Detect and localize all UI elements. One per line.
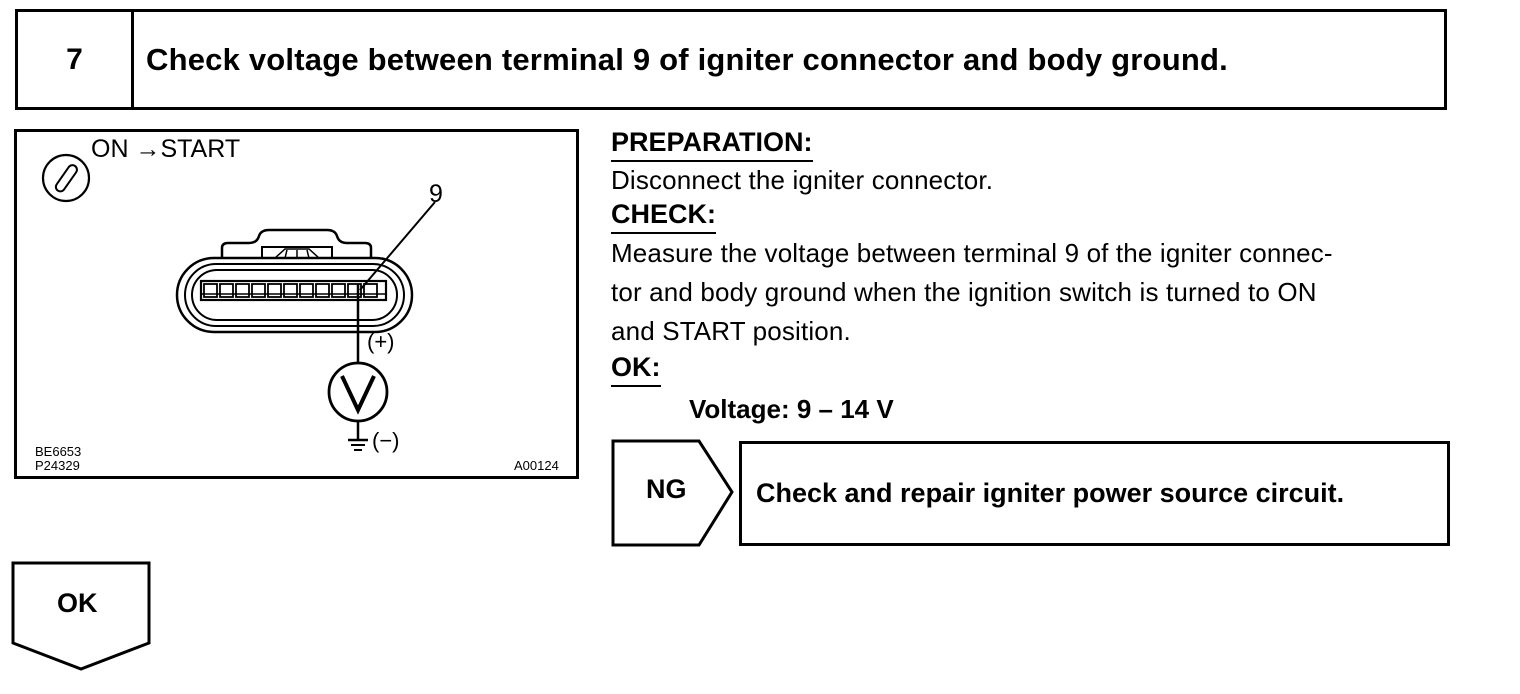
- terminal-9-leader: [359, 201, 436, 291]
- check-line: and START position.: [611, 316, 851, 346]
- check-heading: CHECK:: [611, 198, 716, 234]
- terminal-number-label: 9: [429, 180, 443, 208]
- connector-diagram: [41, 153, 436, 451]
- check-text: Measure the voltage between terminal 9 o…: [611, 234, 1456, 351]
- ok-label: OK: [57, 588, 98, 618]
- ng-action-text: Check and repair igniter power source ci…: [756, 478, 1345, 508]
- figure-code-1: BE6653: [35, 444, 82, 459]
- figure-code-3: A00124: [514, 458, 559, 473]
- ng-label: NG: [646, 474, 687, 504]
- negative-lead-label: (−): [372, 428, 400, 453]
- step-header: 7 Check voltage between terminal 9 of ig…: [15, 9, 1447, 110]
- check-line: tor and body ground when the ignition sw…: [611, 277, 1317, 307]
- igniter-connector: [175, 228, 414, 334]
- voltmeter-icon: [327, 361, 389, 423]
- ok-tab: [11, 561, 151, 671]
- instructions: PREPARATION: Disconnect the igniter conn…: [611, 126, 1456, 427]
- positive-lead-label: (+): [367, 329, 395, 354]
- ng-action-box: Check and repair igniter power source ci…: [739, 441, 1450, 546]
- ng-tab: [611, 439, 734, 547]
- voltage-spec: Voltage: 9 – 14 V: [689, 394, 894, 424]
- ignition-key-icon: [41, 153, 91, 203]
- preparation-heading: PREPARATION:: [611, 126, 813, 162]
- preparation-text: Disconnect the igniter connector.: [611, 165, 994, 195]
- check-line: Measure the voltage between terminal 9 o…: [611, 238, 1333, 268]
- ground-icon: [348, 421, 368, 451]
- ok-heading: OK:: [611, 351, 661, 387]
- connector-figure: ON →START 9 (+) (−) BE6653 P24329 A00124: [14, 129, 579, 479]
- terminal-cavities: [203, 283, 378, 298]
- figure-code-2: P24329: [35, 458, 80, 473]
- step-title: Check voltage between terminal 9 of igni…: [146, 41, 1228, 77]
- switch-position-label: ON →START: [91, 135, 241, 163]
- step-number: 7: [18, 12, 134, 107]
